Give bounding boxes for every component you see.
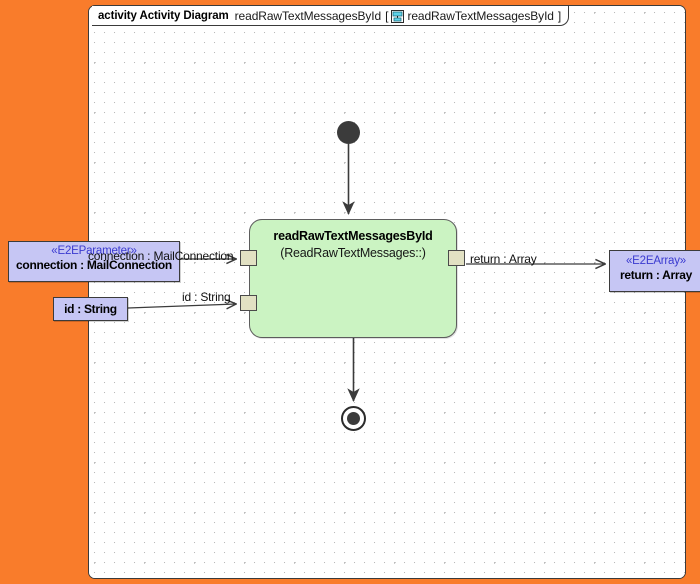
- activity-node[interactable]: readRawTextMessagesById (ReadRawTextMess…: [249, 219, 457, 338]
- activity-diagram-frame: [88, 5, 686, 579]
- frame-bracket-close: ]: [557, 8, 562, 23]
- activity-final-node[interactable]: [341, 406, 366, 431]
- activity-node-title: readRawTextMessagesById: [273, 229, 433, 243]
- edge-label-connection: connection : MailConnection: [88, 249, 234, 263]
- activity-node-qualifier: (ReadRawTextMessages::): [280, 246, 426, 260]
- parameter-node-connection-stereotype: «E2EParameter»: [51, 245, 137, 257]
- frame-reference-name: readRawTextMessagesById: [407, 8, 554, 23]
- parameter-node-connection[interactable]: «E2EParameter» connection : MailConnecti…: [8, 241, 180, 282]
- frame-kind-label: activity Activity Diagram: [98, 9, 229, 22]
- activity-diagram-icon: [391, 10, 405, 23]
- frame-diagram-name: readRawTextMessagesById: [234, 8, 382, 23]
- parameter-node-id[interactable]: id : String: [53, 297, 128, 321]
- connection-input-pin[interactable]: [240, 250, 257, 266]
- parameter-node-return[interactable]: «E2EArray» return : Array: [609, 250, 700, 292]
- frame-bracket-open: [: [385, 8, 389, 23]
- frame-header: activity Activity Diagram readRawTextMes…: [92, 6, 570, 26]
- initial-node[interactable]: [337, 121, 360, 144]
- edge-label-id: id : String: [182, 290, 231, 304]
- parameter-node-return-label: return : Array: [619, 268, 693, 282]
- edge-label-return: return : Array: [470, 252, 537, 266]
- id-input-pin[interactable]: [240, 295, 257, 311]
- parameter-node-return-stereotype: «E2EArray»: [625, 255, 686, 267]
- return-output-pin[interactable]: [448, 250, 465, 266]
- parameter-node-connection-label: connection : MailConnection: [16, 258, 172, 272]
- activity-final-node-inner: [347, 412, 360, 425]
- parameter-node-id-label: id : String: [64, 301, 117, 316]
